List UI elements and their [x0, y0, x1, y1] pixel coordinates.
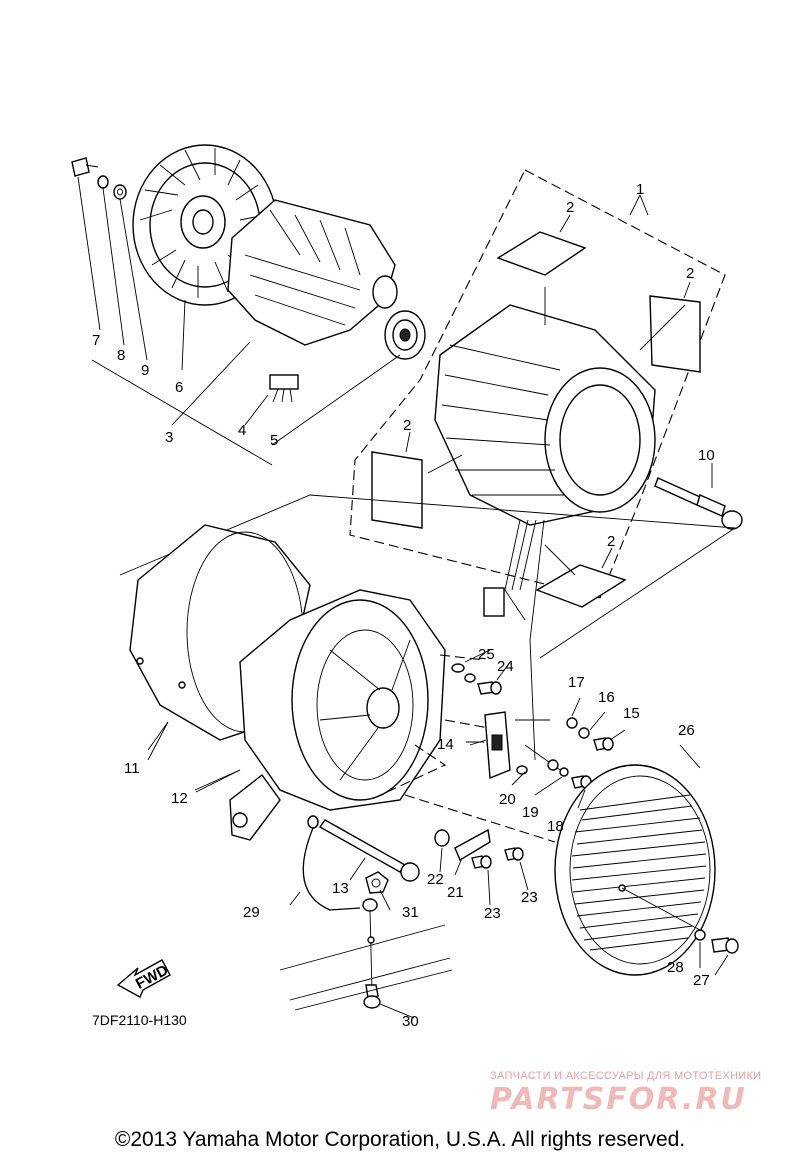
callout-22: 22 [427, 871, 444, 888]
callout-31: 31 [402, 904, 419, 921]
callout-19: 19 [522, 804, 539, 821]
callout-8: 8 [117, 347, 125, 364]
through-bolt-10 [654, 463, 743, 530]
watermark-logo: PARTSFOR.RU [490, 1082, 747, 1117]
bearing-part [384, 310, 426, 360]
callout-16: 16 [598, 689, 615, 706]
copyright-notice: ©2013 Yamaha Motor Corporation, U.S.A. A… [114, 1128, 686, 1151]
callout-23a: 23 [484, 905, 501, 922]
callout-25: 25 [478, 646, 495, 663]
screw-30 [279, 909, 453, 1011]
rectifier-part [269, 374, 299, 403]
callout-2a: 2 [566, 199, 574, 216]
screws-24-25 [451, 663, 502, 695]
callout-18: 18 [547, 818, 564, 835]
callout-2b: 2 [686, 265, 694, 282]
callout-7: 7 [92, 332, 100, 349]
fwd-arrow-icon: FWD [116, 959, 171, 998]
callout-21: 21 [447, 884, 464, 901]
parts-21-22-23 [434, 828, 524, 869]
callout-2c: 2 [403, 417, 411, 434]
callout-2d: 2 [607, 533, 615, 550]
ground-wire-29 [302, 815, 389, 912]
callout-3: 3 [165, 429, 173, 446]
callout-28: 28 [667, 959, 684, 976]
callout-labels: 1 2 2 2 2 3 4 5 6 7 8 9 10 11 12 13 14 1… [92, 181, 715, 1030]
callout-29: 29 [243, 904, 260, 921]
screws-15-16-17 [566, 717, 614, 751]
callout-1: 1 [636, 181, 644, 198]
callout-14: 14 [437, 736, 454, 753]
callout-20: 20 [499, 791, 516, 808]
brush-holder-14 [466, 711, 511, 780]
fan-bolt-group [71, 157, 127, 200]
callout-17: 17 [568, 674, 585, 691]
callout-26: 26 [678, 722, 695, 739]
insulator-pads [371, 214, 701, 608]
callout-4: 4 [238, 422, 246, 439]
housing-12 [194, 589, 446, 841]
screws-27-28 [694, 929, 739, 954]
callout-6: 6 [175, 379, 183, 396]
end-cover-26 [554, 744, 716, 976]
callout-30: 30 [402, 1013, 419, 1030]
callout-23b: 23 [521, 889, 538, 906]
stator-part [434, 304, 656, 761]
callout-12: 12 [171, 790, 188, 807]
callout-9: 9 [141, 362, 149, 379]
stator-assembly-boundary [349, 169, 726, 599]
bolt-13 [318, 819, 420, 882]
diagram-code: 7DF2110-H130 [92, 1012, 187, 1028]
callout-5: 5 [270, 432, 278, 449]
callout-27: 27 [693, 972, 710, 989]
watermark-tagline: ЗАПЧАСТИ И АКСЕССУАРЫ ДЛЯ МОТОТЕХНИКИ [490, 1070, 762, 1082]
callout-11: 11 [124, 760, 140, 777]
callout-15: 15 [623, 705, 640, 722]
callout-10: 10 [698, 447, 715, 464]
rotor-part [227, 199, 398, 346]
screws-18-19-20 [516, 759, 592, 789]
top-leader-lines [77, 176, 401, 466]
callout-13: 13 [332, 880, 349, 897]
callout-24: 24 [497, 658, 514, 675]
